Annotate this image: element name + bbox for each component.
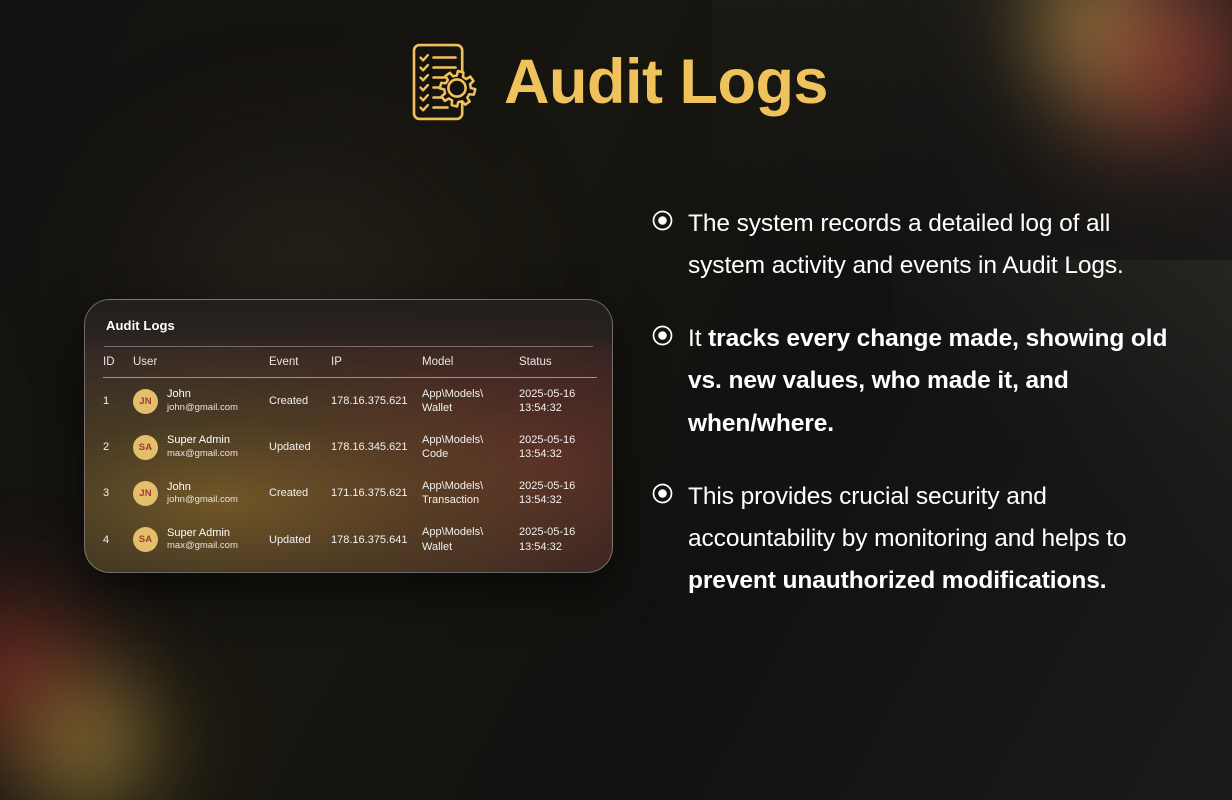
table-row[interactable]: 4 SA Super Admin max@gmail.com Updated	[103, 516, 597, 562]
user-name: John	[167, 388, 191, 401]
status-date: 2025-05-16	[519, 388, 576, 400]
list-item: It tracks every change made, showing old…	[652, 318, 1172, 444]
cell-event: Created	[269, 487, 309, 500]
table-body: 1 JN John john@gmail.com Created 1	[103, 378, 597, 563]
model-line-1: App\Models\	[422, 434, 484, 447]
radio-dot-icon	[652, 483, 673, 504]
column-header-event[interactable]: Event	[269, 347, 331, 378]
cell-model: App\Models\ Wallet	[422, 378, 519, 425]
user-email: john@gmail.com	[167, 402, 238, 414]
status-date: 2025-05-16	[519, 434, 576, 447]
card-title: Audit Logs	[106, 318, 175, 333]
avatar: SA	[133, 434, 158, 460]
audit-checklist-gear-icon	[404, 42, 482, 122]
status-date: 2025-05-16	[519, 480, 576, 493]
audit-logs-table: ID User Event IP Model Status 1 JN	[103, 347, 597, 563]
cell-user: SA Super Admin max@gmail.com	[133, 424, 269, 470]
avatar: JN	[133, 388, 158, 414]
model-line-2: Code	[422, 448, 449, 461]
page-title: Audit Logs	[504, 46, 828, 117]
cell-event: Updated	[269, 441, 311, 454]
cell-id: 3	[103, 487, 110, 500]
cell-id: 2	[103, 441, 110, 454]
bullet-text-bold: prevent unauthorized modifications.	[688, 566, 1107, 594]
cell-user: JN John john@gmail.com	[133, 378, 269, 425]
cell-id: 4	[103, 533, 110, 546]
model-line-2: Transaction	[422, 494, 480, 507]
cell-model: App\Models\ Transaction	[422, 470, 519, 516]
cell-id: 1	[103, 395, 110, 408]
model-line-1: App\Models\	[422, 480, 484, 493]
cell-ip: 178.16.345.621	[331, 441, 408, 454]
cell-ip: 178.16.375.641	[331, 533, 408, 546]
column-header-ip[interactable]: IP	[331, 347, 422, 378]
bullet-text-plain: The system records a detailed log of all…	[688, 210, 1124, 280]
cell-status: 2025-05-16 13:54:32	[519, 516, 597, 562]
cell-event: Updated	[269, 533, 311, 546]
cell-model: App\Models\ Code	[422, 424, 519, 470]
cell-event: Created	[269, 395, 309, 408]
user-email: max@gmail.com	[167, 540, 238, 552]
table-row[interactable]: 1 JN John john@gmail.com Created 1	[103, 378, 597, 425]
model-line-2: Wallet	[422, 402, 453, 415]
column-header-model[interactable]: Model	[422, 347, 519, 378]
cell-user: JN John john@gmail.com	[133, 470, 269, 516]
radio-dot-icon	[652, 210, 673, 231]
status-time: 13:54:32	[519, 448, 562, 461]
table-header-row: ID User Event IP Model Status	[103, 347, 597, 378]
cell-ip: 171.16.375.621	[331, 487, 408, 500]
cell-status: 2025-05-16 13:54:32	[519, 424, 597, 470]
model-line-1: App\Models\	[422, 388, 484, 400]
user-email: john@gmail.com	[167, 494, 238, 506]
table-row[interactable]: 3 JN John john@gmail.com Created 1	[103, 470, 597, 516]
bullet-text: This provides crucial security and accou…	[688, 476, 1172, 602]
column-header-user[interactable]: User	[133, 347, 269, 378]
feature-bullet-list: The system records a detailed log of all…	[652, 203, 1172, 602]
column-header-status[interactable]: Status	[519, 347, 597, 378]
radio-dot-icon	[652, 325, 673, 346]
avatar: SA	[133, 527, 158, 553]
status-time: 13:54:32	[519, 494, 562, 507]
card-divider-top	[104, 346, 593, 347]
cell-model: App\Models\ Wallet	[422, 516, 519, 562]
model-line-2: Wallet	[422, 540, 453, 553]
user-name: Super Admin	[167, 526, 230, 539]
bullet-text: The system records a detailed log of all…	[688, 203, 1172, 287]
cell-user: SA Super Admin max@gmail.com	[133, 516, 269, 562]
table-row[interactable]: 2 SA Super Admin max@gmail.com Updated	[103, 424, 597, 470]
column-header-id[interactable]: ID	[103, 347, 133, 378]
user-email: max@gmail.com	[167, 448, 238, 460]
status-date: 2025-05-16	[519, 526, 576, 539]
status-time: 13:54:32	[519, 540, 562, 553]
bullet-text-bold: tracks every change made, showing old vs…	[688, 325, 1168, 437]
bullet-text-plain: It	[688, 325, 709, 353]
user-name: Super Admin	[167, 434, 230, 447]
avatar: JN	[133, 480, 158, 506]
list-item: This provides crucial security and accou…	[652, 476, 1172, 602]
bullet-text: It tracks every change made, showing old…	[688, 318, 1172, 444]
model-line-1: App\Models\	[422, 526, 484, 539]
user-name: John	[167, 480, 191, 493]
cell-status: 2025-05-16 13:54:32	[519, 470, 597, 516]
status-time: 13:54:32	[519, 402, 562, 415]
cell-ip: 178.16.375.621	[331, 395, 408, 408]
page-header: Audit Logs	[0, 42, 1232, 122]
bullet-text-plain: This provides crucial security and accou…	[688, 482, 1127, 552]
audit-logs-card: Audit Logs ID User Event IP Model Status	[84, 299, 613, 573]
cell-status: 2025-05-16 13:54:32	[519, 378, 597, 425]
list-item: The system records a detailed log of all…	[652, 203, 1172, 287]
